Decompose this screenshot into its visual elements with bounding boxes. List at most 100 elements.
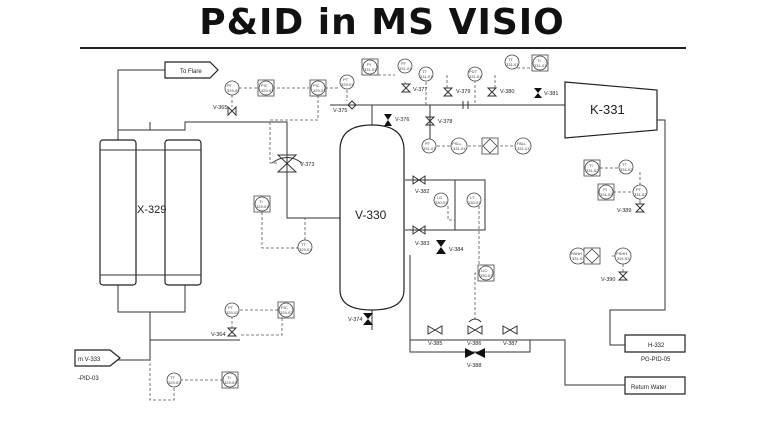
title-divider xyxy=(80,47,686,49)
svg-text:PIC: PIC xyxy=(281,305,288,310)
svg-text:329-03: 329-03 xyxy=(168,380,181,385)
pi-331-02-display[interactable]: PI 331-02 xyxy=(597,183,615,201)
return-water-label: Return Water xyxy=(631,385,666,391)
svg-text:331-02: 331-02 xyxy=(600,192,613,197)
interlock-331-01[interactable] xyxy=(481,137,499,155)
pt-331-01c-instrument[interactable]: PT 331-01 xyxy=(421,138,437,154)
h332-offpage[interactable] xyxy=(624,334,686,353)
to-flare-offpage[interactable] xyxy=(164,61,219,79)
svg-text:PDT: PDT xyxy=(469,69,478,74)
valve-v381[interactable] xyxy=(534,88,542,98)
v330-liquid-line xyxy=(409,255,625,386)
svg-text:PI: PI xyxy=(367,62,371,67)
valve-v378[interactable] xyxy=(424,116,436,126)
pt-329-01-instrument[interactable]: PT 329-01 xyxy=(224,80,240,96)
valve-v380[interactable] xyxy=(486,87,498,97)
tt-331-01b-instrument[interactable]: TT 331-01 xyxy=(504,54,520,70)
valve-v376[interactable] xyxy=(384,114,392,126)
valve-v387[interactable] xyxy=(502,325,518,335)
svg-text:LG: LG xyxy=(437,195,442,200)
svg-text:331-01: 331-01 xyxy=(423,146,436,151)
ti-331-02-display[interactable]: TI 331-02 xyxy=(583,159,601,177)
valve-v383[interactable] xyxy=(412,225,426,235)
svg-text:329-03: 329-03 xyxy=(224,380,237,385)
svg-text:329-02: 329-02 xyxy=(280,310,293,315)
return-water-offpage[interactable] xyxy=(624,376,686,395)
valve-v384[interactable] xyxy=(436,240,446,254)
pt-329-01b-instrument[interactable]: PT 329-01 xyxy=(339,74,355,90)
valve-v387-label: V-387 xyxy=(503,341,517,347)
from-v333-offpage[interactable] xyxy=(74,349,121,367)
from-v333-ref: -PID-03 xyxy=(78,376,99,382)
valve-v390[interactable] xyxy=(617,271,629,281)
pi-331-01-display[interactable]: PI 331-01 xyxy=(361,58,379,76)
valve-v379[interactable] xyxy=(442,87,454,97)
svg-text:TI: TI xyxy=(589,163,593,168)
svg-text:329-01: 329-01 xyxy=(227,88,240,93)
svg-text:PSLL: PSLL xyxy=(452,141,463,146)
valve-v385-label: V-385 xyxy=(428,341,442,347)
pic-329-01-display[interactable]: PIC 329-01 xyxy=(257,79,275,97)
svg-text:PI: PI xyxy=(603,187,607,192)
valve-v379-label: V-379 xyxy=(456,89,470,95)
valve-v382[interactable] xyxy=(412,175,426,185)
svg-text:329-01: 329-01 xyxy=(313,88,326,93)
svg-text:TT: TT xyxy=(301,242,306,247)
tt-329-03-instrument[interactable]: TT 329-03 xyxy=(166,372,182,388)
svg-text:PAHH: PAHH xyxy=(571,251,582,256)
pall-331-01-instrument[interactable]: PALL 331-01 xyxy=(514,137,532,155)
interlock-331-03[interactable] xyxy=(583,247,601,265)
valve-v380-label: V-380 xyxy=(500,89,514,95)
k331-discharge-line xyxy=(609,119,666,346)
control-valve-v373[interactable] xyxy=(271,154,303,173)
pt-329-02-instrument[interactable]: PT 329-02 xyxy=(224,302,240,318)
ti-331-01-display[interactable]: TI 331-01 xyxy=(531,54,549,72)
valve-v382-label: V-382 xyxy=(415,189,429,195)
svg-text:330-01: 330-01 xyxy=(468,200,481,205)
x329-inlet-manifold xyxy=(117,285,186,313)
valve-v364[interactable] xyxy=(226,327,238,337)
svg-text:331-02: 331-02 xyxy=(586,168,599,173)
valve-v377[interactable] xyxy=(400,83,412,93)
ti-329-03-display[interactable]: TI 329-03 xyxy=(221,371,239,389)
control-valve-v386[interactable] xyxy=(467,318,483,335)
valve-v364-label: V-364 xyxy=(211,332,225,338)
compressor-k331[interactable] xyxy=(564,81,658,139)
pshh-331-03-instrument[interactable]: PSHH 331-03 xyxy=(614,247,632,265)
valve-v388[interactable] xyxy=(465,348,485,358)
valve-v374[interactable] xyxy=(363,313,373,325)
lic-330-01-controller[interactable]: LIC 330-01 xyxy=(477,264,495,282)
valve-v365-label: V-365 xyxy=(213,105,227,111)
tt-331-02-instrument[interactable]: TT 331-02 xyxy=(618,159,634,175)
valve-v389-label: V-389 xyxy=(617,208,631,214)
x329-outlet-line xyxy=(117,121,340,219)
pahh-331-03-instrument[interactable]: PAHH 331-03 xyxy=(569,247,587,265)
lt-330-01-instrument[interactable]: LT 330-01 xyxy=(466,192,482,208)
pt-331-01-instrument[interactable]: PT 331-01 xyxy=(397,58,413,74)
pic-329-01-controller[interactable]: PIC 329-01 xyxy=(309,79,327,97)
pdt-331-01-instrument[interactable]: PDT 331-01 xyxy=(467,66,483,82)
pt-331-02-instrument[interactable]: PT 331-02 xyxy=(632,184,648,200)
exchanger-x329[interactable] xyxy=(99,139,202,286)
valve-v375[interactable] xyxy=(347,100,357,110)
psll-331-01-instrument[interactable]: PSLL 331-01 xyxy=(450,137,468,155)
page-title: P&ID in MS VISIO xyxy=(199,2,565,43)
svg-text:331-01: 331-01 xyxy=(517,146,530,151)
pic-329-02-controller[interactable]: PIC 329-02 xyxy=(277,301,295,319)
valve-v386-label: V-386 xyxy=(467,341,481,347)
tt-329-01-instrument[interactable]: TT 329-01 xyxy=(297,239,313,255)
valve-v365[interactable] xyxy=(227,105,237,117)
ti-329-01-display[interactable]: TI 329-01 xyxy=(253,195,271,213)
vessel-v330[interactable] xyxy=(339,124,405,311)
valve-v376-label: V-376 xyxy=(395,117,409,123)
tt-331-01-instrument[interactable]: TT 331-01 xyxy=(418,66,434,82)
svg-text:PIC: PIC xyxy=(261,83,268,88)
valve-v389[interactable] xyxy=(634,203,646,213)
lg-330-01-instrument[interactable]: LG 330-01 xyxy=(433,192,449,208)
svg-text:TI: TI xyxy=(259,199,263,204)
svg-text:PT: PT xyxy=(343,77,349,82)
svg-text:329-01: 329-01 xyxy=(299,247,312,252)
h332-ref: PG-PID-05 xyxy=(641,357,671,363)
valve-v385[interactable] xyxy=(427,325,443,335)
svg-text:329-01: 329-01 xyxy=(256,204,269,209)
